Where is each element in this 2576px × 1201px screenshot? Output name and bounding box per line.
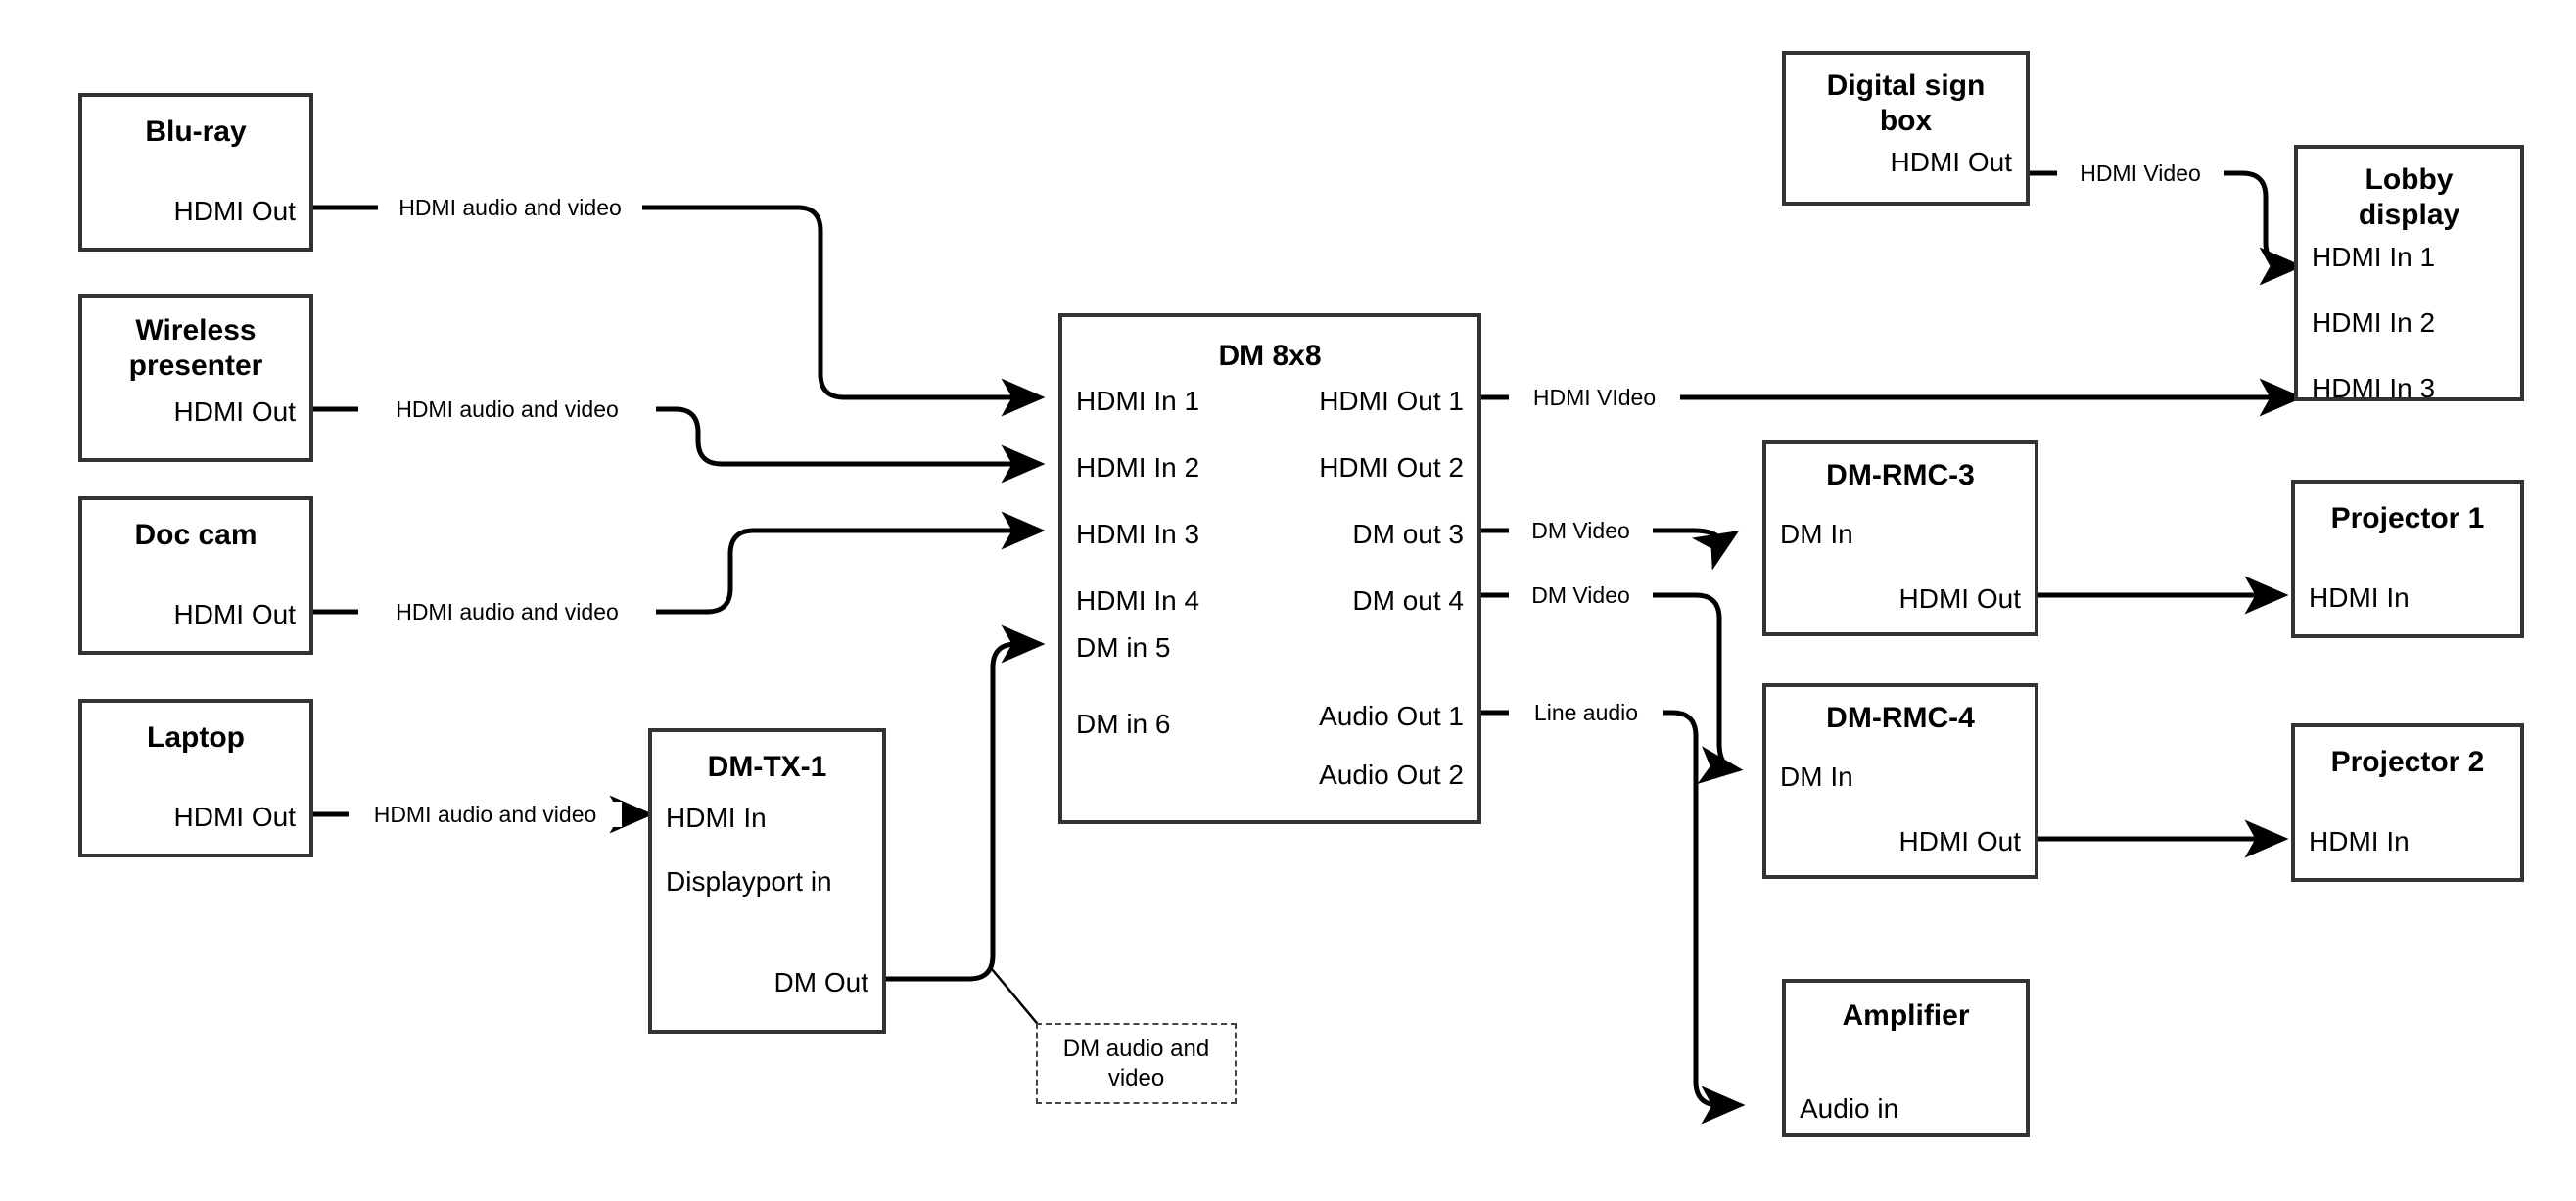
port-dm-out-4: DM out 4 (1352, 585, 1464, 616)
wire-label-wireless-to-dm: HDMI audio and video (358, 396, 656, 422)
port-hdmi-out: HDMI Out (1898, 583, 2021, 614)
port-hdmi-in-3: HDMI In 3 (1076, 519, 1200, 549)
port-hdmi-in-2: HDMI In 2 (1076, 452, 1200, 483)
node-projector-1[interactable]: Projector 1 HDMI In (2291, 480, 2524, 638)
node-title: DM-RMC-4 (1826, 702, 1975, 734)
callout-dm-audio-and-video: DM audio and video (1036, 1023, 1237, 1104)
wire-audioout1-to-amp-b (1648, 710, 1746, 1125)
port-hdmi-out-1: HDMI Out 1 (1319, 386, 1464, 416)
node-title: Amplifier (1842, 999, 1970, 1032)
node-title: Projector 2 (2330, 746, 2485, 778)
node-title: Lobby display (2358, 163, 2460, 231)
port-hdmi-in-1: HDMI In 1 (2312, 242, 2436, 272)
node-title: DM-TX-1 (707, 751, 827, 783)
port-hdmi-out: HDMI Out (173, 396, 296, 427)
port-dm-out-3: DM out 3 (1352, 519, 1464, 549)
node-title: Laptop (147, 721, 245, 754)
node-digital-sign-box[interactable]: Digital sign box HDMI Out (1782, 51, 2030, 206)
node-laptop[interactable]: Laptop HDMI Out (78, 699, 313, 857)
port-hdmi-in-4: HDMI In 4 (1076, 585, 1200, 616)
node-title: Projector 1 (2330, 502, 2485, 534)
port-audio-in: Audio in (1800, 1093, 1899, 1124)
port-dm-out: DM Out (773, 967, 868, 997)
wire-label-audioout1-to-amp: Line audio (1509, 700, 1663, 725)
node-amplifier[interactable]: Amplifier Audio in (1782, 979, 2030, 1137)
port-hdmi-in-1: HDMI In 1 (1076, 386, 1200, 416)
wire-label-dmout4-to-rmc4: DM Video (1509, 582, 1653, 608)
wire-label-dmout3-to-rmc3: DM Video (1509, 518, 1653, 543)
wire-label-laptop-to-tx: HDMI audio and video (349, 802, 622, 827)
node-title: DM 8x8 (1218, 340, 1322, 372)
node-title: DM-RMC-3 (1826, 459, 1975, 491)
node-dm-8x8[interactable]: DM 8x8 HDMI In 1 HDMI In 2 HDMI In 3 HDM… (1058, 313, 1481, 824)
port-hdmi-out-2: HDMI Out 2 (1319, 452, 1464, 483)
wire-bluray-to-dm-in1-b (627, 205, 1046, 417)
port-displayport-in: Displayport in (666, 866, 832, 897)
port-dm-in: DM In (1780, 762, 1853, 792)
node-dm-rmc-4[interactable]: DM-RMC-4 DM In HDMI Out (1762, 683, 2038, 879)
node-dm-tx-1[interactable]: DM-TX-1 HDMI In Displayport in DM Out (648, 728, 886, 1034)
wire-label-hdmiout1-to-lobby: HDMI VIdeo (1509, 385, 1680, 410)
wire-label-doccam-to-dm: HDMI audio and video (358, 599, 656, 624)
node-blu-ray[interactable]: Blu-ray HDMI Out (78, 93, 313, 252)
port-hdmi-out: HDMI Out (1890, 147, 2012, 177)
node-title: Blu-ray (145, 115, 247, 148)
port-hdmi-in: HDMI In (666, 803, 767, 833)
node-dm-rmc-3[interactable]: DM-RMC-3 DM In HDMI Out (1762, 440, 2038, 636)
node-title: Wireless presenter (128, 314, 263, 382)
port-hdmi-in: HDMI In (2309, 826, 2410, 856)
wire-label-bluray-to-dm: HDMI audio and video (378, 195, 642, 220)
port-hdmi-in-3: HDMI In 3 (2312, 373, 2436, 403)
node-doc-cam[interactable]: Doc cam HDMI Out (78, 496, 313, 655)
port-hdmi-out: HDMI Out (173, 196, 296, 226)
wire-wireless-to-dm-in2-b (640, 406, 1046, 484)
port-hdmi-in: HDMI In (2309, 582, 2410, 613)
port-hdmi-in-2: HDMI In 2 (2312, 307, 2436, 338)
port-hdmi-out: HDMI Out (173, 802, 296, 832)
wire-doccam-to-dm-in3-b (640, 511, 1046, 615)
node-projector-2[interactable]: Projector 2 HDMI In (2291, 723, 2524, 882)
port-audio-out-2: Audio Out 2 (1319, 760, 1464, 790)
port-dm-in-6: DM in 6 (1076, 709, 1171, 739)
port-audio-out-1: Audio Out 1 (1319, 701, 1464, 731)
wire-dmout4-to-rmc4-b (1637, 592, 1744, 784)
port-hdmi-out: HDMI Out (173, 599, 296, 629)
wire-sign-to-lobby-b (2208, 170, 2304, 286)
port-dm-in-5: DM in 5 (1076, 632, 1171, 663)
wire-tx-to-dm-in5 (886, 624, 1046, 982)
node-title: Digital sign box (1826, 69, 1986, 137)
port-dm-in: DM In (1780, 519, 1853, 549)
port-hdmi-out: HDMI Out (1898, 826, 2021, 856)
node-lobby-display[interactable]: Lobby display HDMI In 1 HDMI In 2 HDMI I… (2294, 145, 2524, 403)
node-title: Doc cam (134, 519, 258, 551)
wire-label-sign-to-lobby: HDMI Video (2057, 161, 2224, 186)
node-wireless-presenter[interactable]: Wireless presenter HDMI Out (78, 294, 313, 462)
